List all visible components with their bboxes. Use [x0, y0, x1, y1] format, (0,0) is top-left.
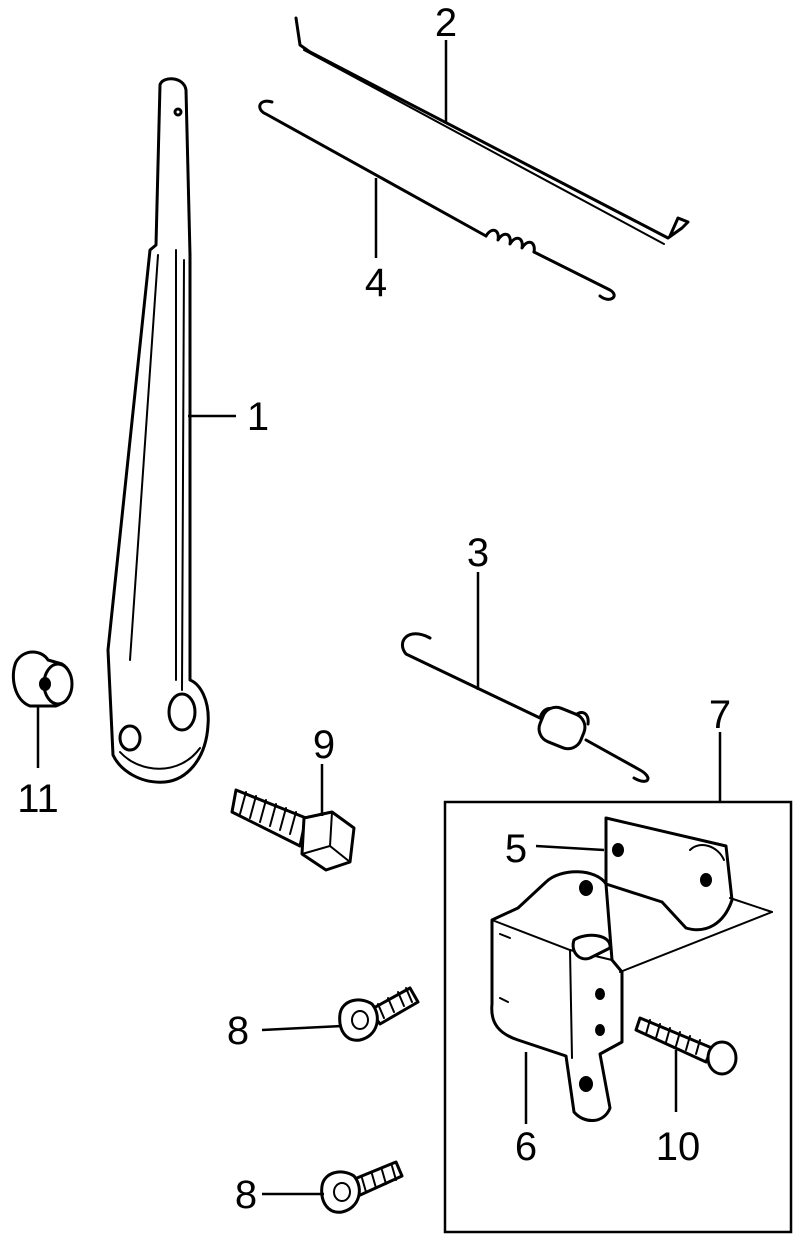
callout-2: 2 [435, 1, 457, 45]
callout-8-upper: 8 [227, 1009, 249, 1053]
callout-11: 11 [17, 777, 59, 821]
callout-1: 1 [247, 395, 269, 439]
part-11-bushing[interactable] [11, 650, 74, 708]
part-7-assembly-box[interactable] [443, 800, 793, 1234]
part-8-bolt-upper[interactable] [338, 986, 420, 1042]
callout-3: 3 [467, 531, 489, 575]
part-4-spring-rod[interactable] [258, 99, 616, 301]
callout-labels: 2 4 1 3 7 9 11 5 8 6 10 8 [17, 1, 731, 1217]
callout-8-lower: 8 [235, 1173, 257, 1217]
part-1-arm[interactable] [106, 77, 210, 784]
callout-4: 4 [365, 261, 387, 305]
leader-lines [36, 40, 773, 1196]
callout-5: 5 [505, 827, 527, 871]
part-8-bolt-lower[interactable] [320, 1160, 404, 1214]
part-2-rod[interactable] [294, 16, 690, 245]
part-6-bracket[interactable] [490, 870, 624, 1122]
callout-7: 7 [709, 693, 731, 737]
part-9-bolt[interactable] [230, 788, 356, 872]
part-5-plate[interactable] [604, 816, 734, 932]
part-10-screw[interactable] [634, 1016, 738, 1076]
callout-6: 6 [515, 1125, 537, 1169]
callout-9: 9 [313, 723, 335, 767]
callout-10: 10 [656, 1125, 701, 1169]
part-3-spring-rod[interactable] [400, 632, 650, 783]
